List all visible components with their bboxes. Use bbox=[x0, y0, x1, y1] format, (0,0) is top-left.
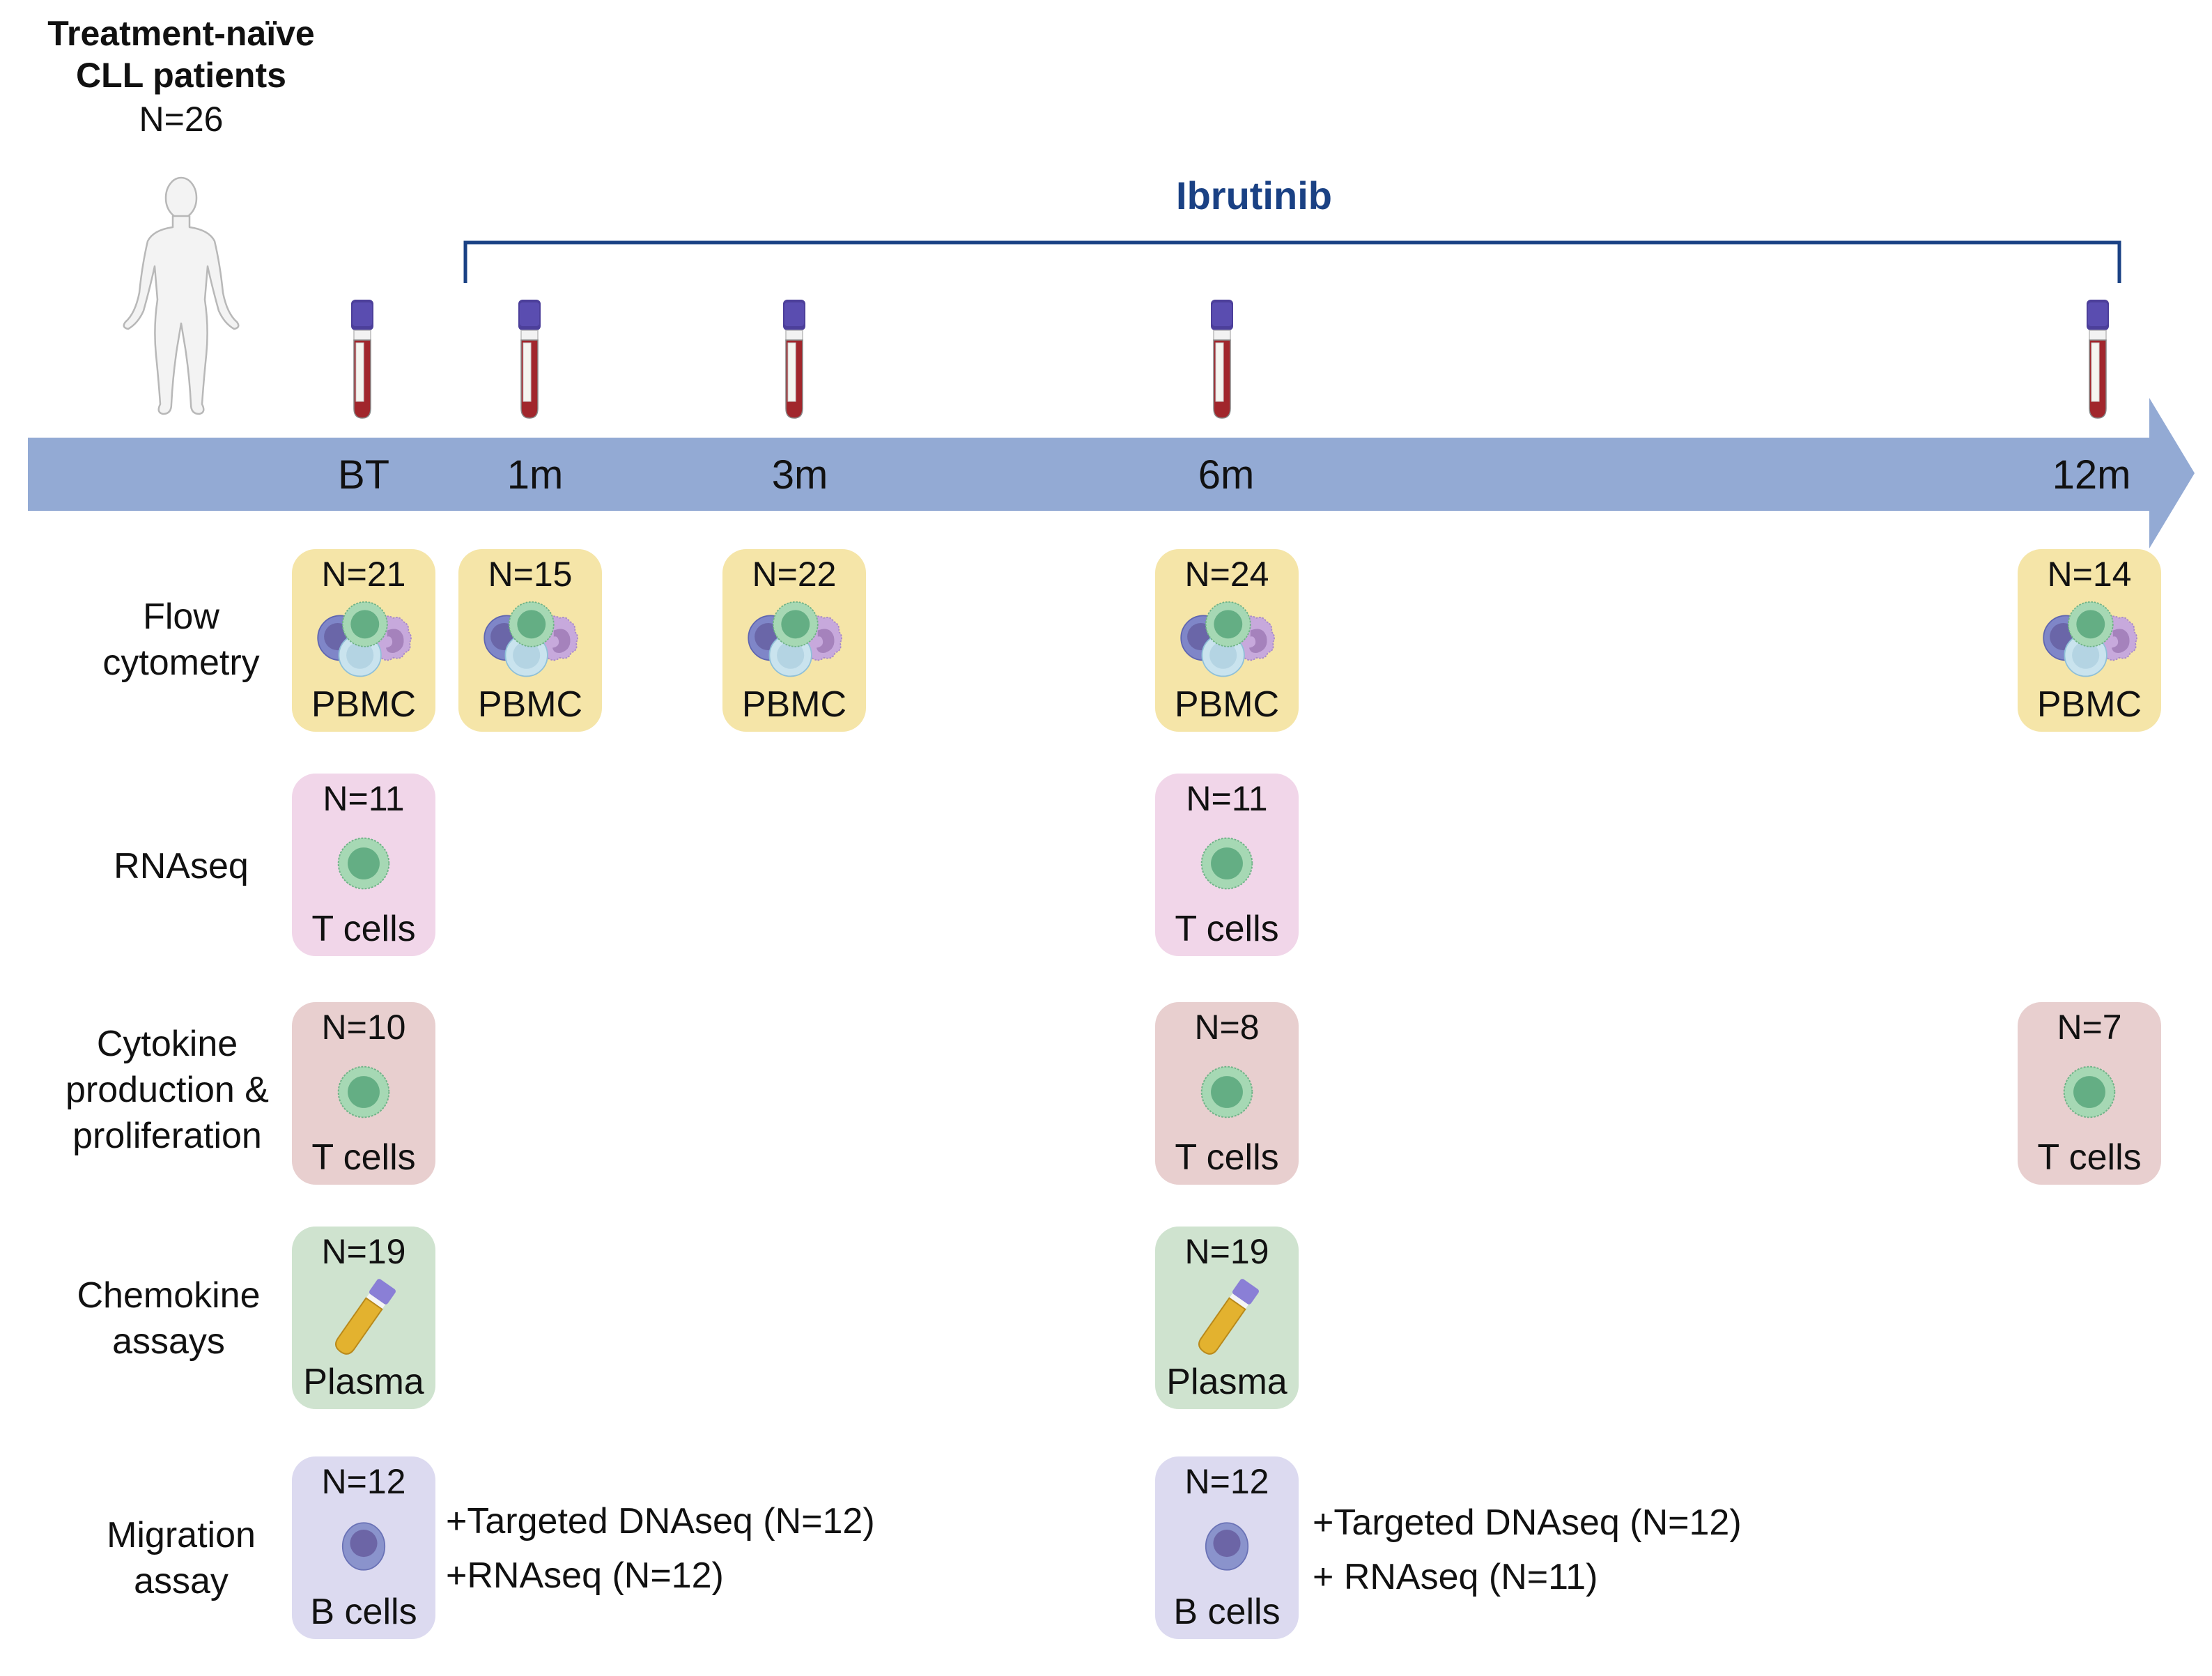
sample-count: N=12 bbox=[1184, 1462, 1269, 1501]
t-cell-icon bbox=[2059, 1062, 2119, 1122]
pbmc-cluster-icon bbox=[738, 599, 850, 680]
sample-type: T cells bbox=[311, 909, 416, 949]
sample-type: T cells bbox=[2037, 1137, 2142, 1178]
timepoint-3m: 3m bbox=[771, 452, 828, 498]
card-cytokine-12m: N=7 T cells bbox=[2018, 1002, 2161, 1185]
sample-count: N=15 bbox=[488, 555, 573, 594]
sample-count: N=19 bbox=[321, 1232, 406, 1271]
b-cell-icon bbox=[1199, 1516, 1255, 1576]
timepoint-1m: 1m bbox=[506, 452, 564, 498]
ibrutinib-bracket bbox=[463, 240, 2121, 283]
sample-type: PBMC bbox=[2036, 684, 2142, 725]
sample-type: Plasma bbox=[303, 1362, 424, 1402]
timepoint-bt: BT bbox=[337, 452, 390, 498]
sample-count: N=11 bbox=[323, 779, 405, 818]
card-rnaseq-6m: N=11 T cells bbox=[1155, 774, 1299, 956]
sample-count: N=10 bbox=[321, 1008, 406, 1047]
sample-count: N=22 bbox=[752, 555, 837, 594]
sample-type: PBMC bbox=[741, 684, 847, 725]
card-rnaseq-bt: N=11 T cells bbox=[292, 774, 435, 956]
row-label-rnaseq: RNAseq bbox=[114, 846, 249, 886]
card-flow-bt: N=21 PBMC bbox=[292, 549, 435, 732]
pbmc-cluster-icon bbox=[1171, 599, 1283, 680]
migration-notes-bt: +Targeted DNAseq (N=12) +RNAseq (N=12) bbox=[446, 1494, 875, 1603]
card-flow-6m: N=24 PBMC bbox=[1155, 549, 1299, 732]
sample-type: B cells bbox=[310, 1592, 417, 1632]
note-rnaseq: +RNAseq (N=12) bbox=[446, 1555, 724, 1596]
blood-tube-icon bbox=[2084, 300, 2112, 420]
card-chemokine-6m: N=19 Plasma bbox=[1155, 1227, 1299, 1409]
note-dnaseq: +Targeted DNAseq (N=12) bbox=[1313, 1502, 1742, 1543]
blood-tube-icon bbox=[780, 300, 808, 420]
sample-type: B cells bbox=[1173, 1592, 1281, 1632]
row-label-chemokine: Chemokine assays bbox=[77, 1275, 261, 1362]
pbmc-cluster-icon bbox=[2034, 599, 2145, 680]
sample-type: PBMC bbox=[1174, 684, 1280, 725]
card-flow-3m: N=22 PBMC bbox=[722, 549, 866, 732]
sample-count: N=24 bbox=[1184, 555, 1269, 594]
migration-notes-6m: +Targeted DNAseq (N=12) + RNAseq (N=11) bbox=[1313, 1496, 1742, 1604]
cohort-title-line1: Treatment-naïve bbox=[47, 14, 315, 53]
timepoint-12m: 12m bbox=[2052, 452, 2131, 498]
sample-type: T cells bbox=[311, 1137, 416, 1178]
plasma-tube-icon bbox=[1192, 1277, 1262, 1360]
row-label-cytokine: Cytokine production & proliferation bbox=[65, 1024, 269, 1156]
row-label-migration: Migration assay bbox=[107, 1515, 256, 1601]
b-cell-icon bbox=[336, 1516, 392, 1576]
blood-tube-icon bbox=[348, 300, 376, 420]
sample-count: N=14 bbox=[2047, 555, 2132, 594]
sample-type: PBMC bbox=[311, 684, 417, 725]
card-cytokine-bt: N=10 T cells bbox=[292, 1002, 435, 1185]
sample-count: N=8 bbox=[1194, 1008, 1260, 1047]
sample-count: N=12 bbox=[321, 1462, 406, 1501]
card-cytokine-6m: N=8 T cells bbox=[1155, 1002, 1299, 1185]
sample-type: Plasma bbox=[1166, 1362, 1287, 1402]
sample-count: N=11 bbox=[1186, 779, 1268, 818]
card-flow-1m: N=15 PBMC bbox=[458, 549, 602, 732]
card-migration-bt: N=12 B cells bbox=[292, 1456, 435, 1639]
plasma-tube-icon bbox=[329, 1277, 399, 1360]
cohort-count: N=26 bbox=[139, 100, 224, 139]
note-rnaseq: + RNAseq (N=11) bbox=[1313, 1557, 1598, 1597]
card-chemokine-bt: N=19 Plasma bbox=[292, 1227, 435, 1409]
timeline-arrow bbox=[28, 398, 2195, 548]
card-flow-12m: N=14 PBMC bbox=[2018, 549, 2161, 732]
sample-count: N=19 bbox=[1184, 1232, 1269, 1271]
t-cell-icon bbox=[334, 1062, 394, 1122]
note-dnaseq: +Targeted DNAseq (N=12) bbox=[446, 1501, 875, 1542]
pbmc-cluster-icon bbox=[474, 599, 586, 680]
row-label-flow-cytometry: Flow cytometry bbox=[102, 597, 260, 683]
sample-type: PBMC bbox=[477, 684, 583, 725]
sample-type: T cells bbox=[1175, 1137, 1279, 1178]
t-cell-icon bbox=[1197, 1062, 1257, 1122]
cohort-title: Treatment-naïve CLL patients bbox=[21, 13, 341, 96]
human-figure-icon bbox=[111, 174, 251, 420]
sample-type: T cells bbox=[1175, 909, 1279, 949]
sample-count: N=21 bbox=[321, 555, 406, 594]
sample-count: N=7 bbox=[2057, 1008, 2122, 1047]
card-migration-6m: N=12 B cells bbox=[1155, 1456, 1299, 1639]
t-cell-icon bbox=[1197, 833, 1257, 893]
timepoint-6m: 6m bbox=[1198, 452, 1255, 498]
t-cell-icon bbox=[334, 833, 394, 893]
cohort-title-line2: CLL patients bbox=[76, 56, 286, 95]
pbmc-cluster-icon bbox=[308, 599, 419, 680]
blood-tube-icon bbox=[516, 300, 543, 420]
blood-tube-icon bbox=[1208, 300, 1236, 420]
ibrutinib-label: Ibrutinib bbox=[1176, 174, 1332, 217]
